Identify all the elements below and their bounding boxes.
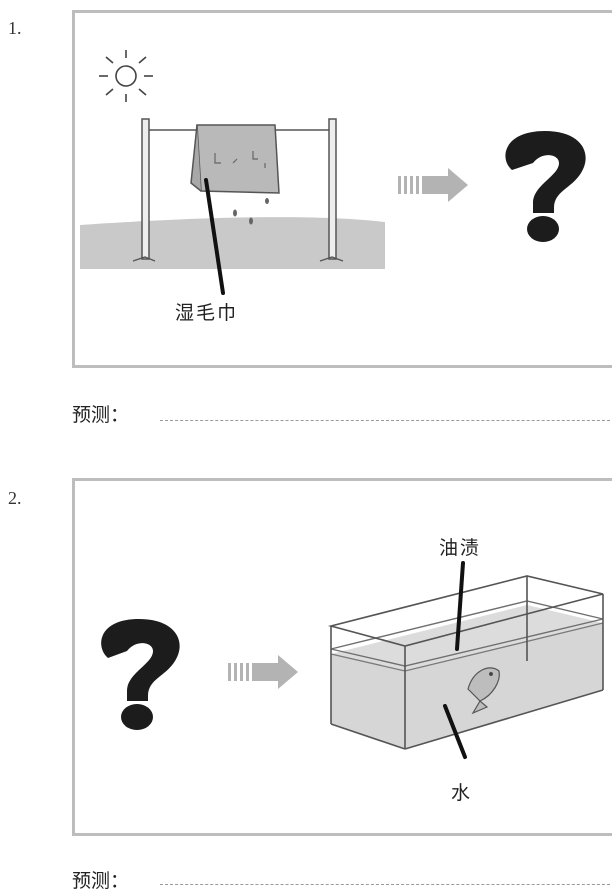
question-1-answer-line[interactable] [160, 420, 612, 421]
question-mark-icon [101, 619, 180, 730]
oil-stain-label: 油渍 [439, 537, 482, 559]
arrow-right-icon [228, 655, 298, 689]
water-label: 水 [451, 782, 473, 804]
fish-tank [327, 575, 604, 750]
water-pointer-line [443, 704, 467, 759]
ground-area [80, 217, 385, 269]
fish-icon [467, 667, 500, 715]
question-1-predict-label: 预测： [72, 404, 130, 426]
question-1-illustration [80, 50, 586, 295]
question-2-answer-line[interactable] [160, 884, 612, 885]
oil-pointer-line [455, 561, 465, 651]
question-1-panel: 湿毛巾 [72, 10, 612, 368]
wet-towel [190, 124, 280, 295]
arrow-right-icon [398, 168, 468, 202]
question-2-illustration [101, 561, 604, 759]
wet-towel-label: 湿毛巾 [175, 302, 239, 324]
sun-icon [99, 50, 153, 102]
water-side [405, 623, 603, 749]
question-mark-icon [505, 131, 586, 242]
question-2-predict-label: 预测： [72, 870, 130, 892]
question-1-number: 1. [8, 18, 22, 38]
water-front [331, 654, 405, 749]
question-2-panel: 油渍 水 [72, 478, 612, 836]
question-2-number: 2. [8, 488, 22, 508]
water-top [331, 605, 603, 671]
